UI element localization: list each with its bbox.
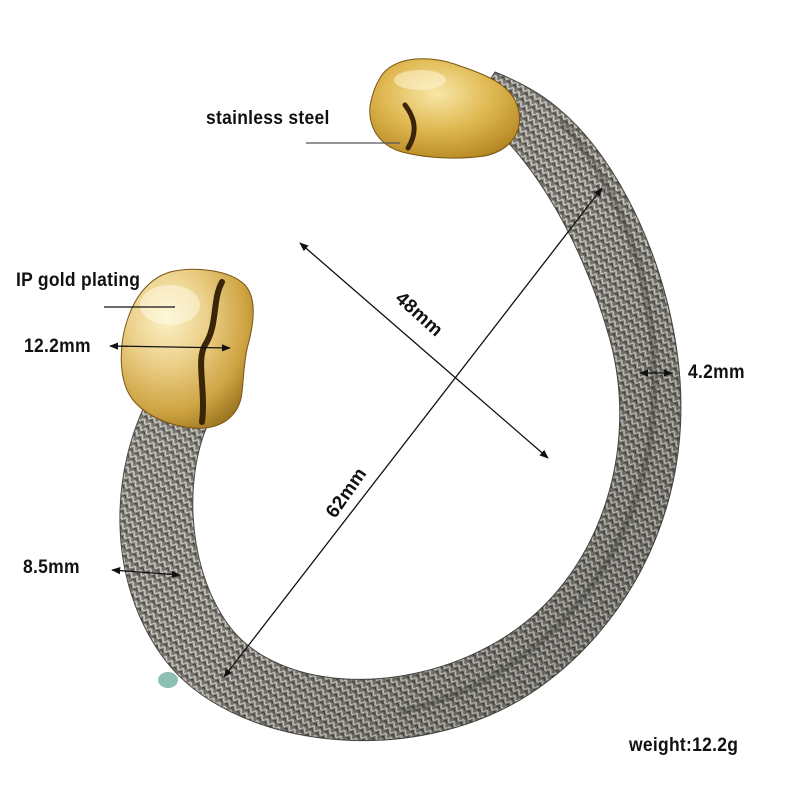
label-stainless-steel: stainless steel [206, 108, 330, 129]
label-weight: weight:12.2g [629, 735, 739, 756]
dimension-short-diameter [299, 242, 549, 459]
dimension-band-width [111, 566, 181, 579]
gold-heart-cap-left [120, 268, 254, 429]
annotation-lines [104, 142, 673, 678]
label-band-thickness: 4.2mm [688, 362, 745, 383]
gold-heart-cap-top [369, 58, 520, 159]
dimension-long-diameter [223, 187, 603, 678]
dimension-cap-width [109, 342, 231, 352]
label-band-width: 8.5mm [23, 557, 80, 578]
label-cap-width: 12.2mm [24, 336, 91, 357]
label-ip-gold-plating: IP gold plating [16, 270, 141, 291]
